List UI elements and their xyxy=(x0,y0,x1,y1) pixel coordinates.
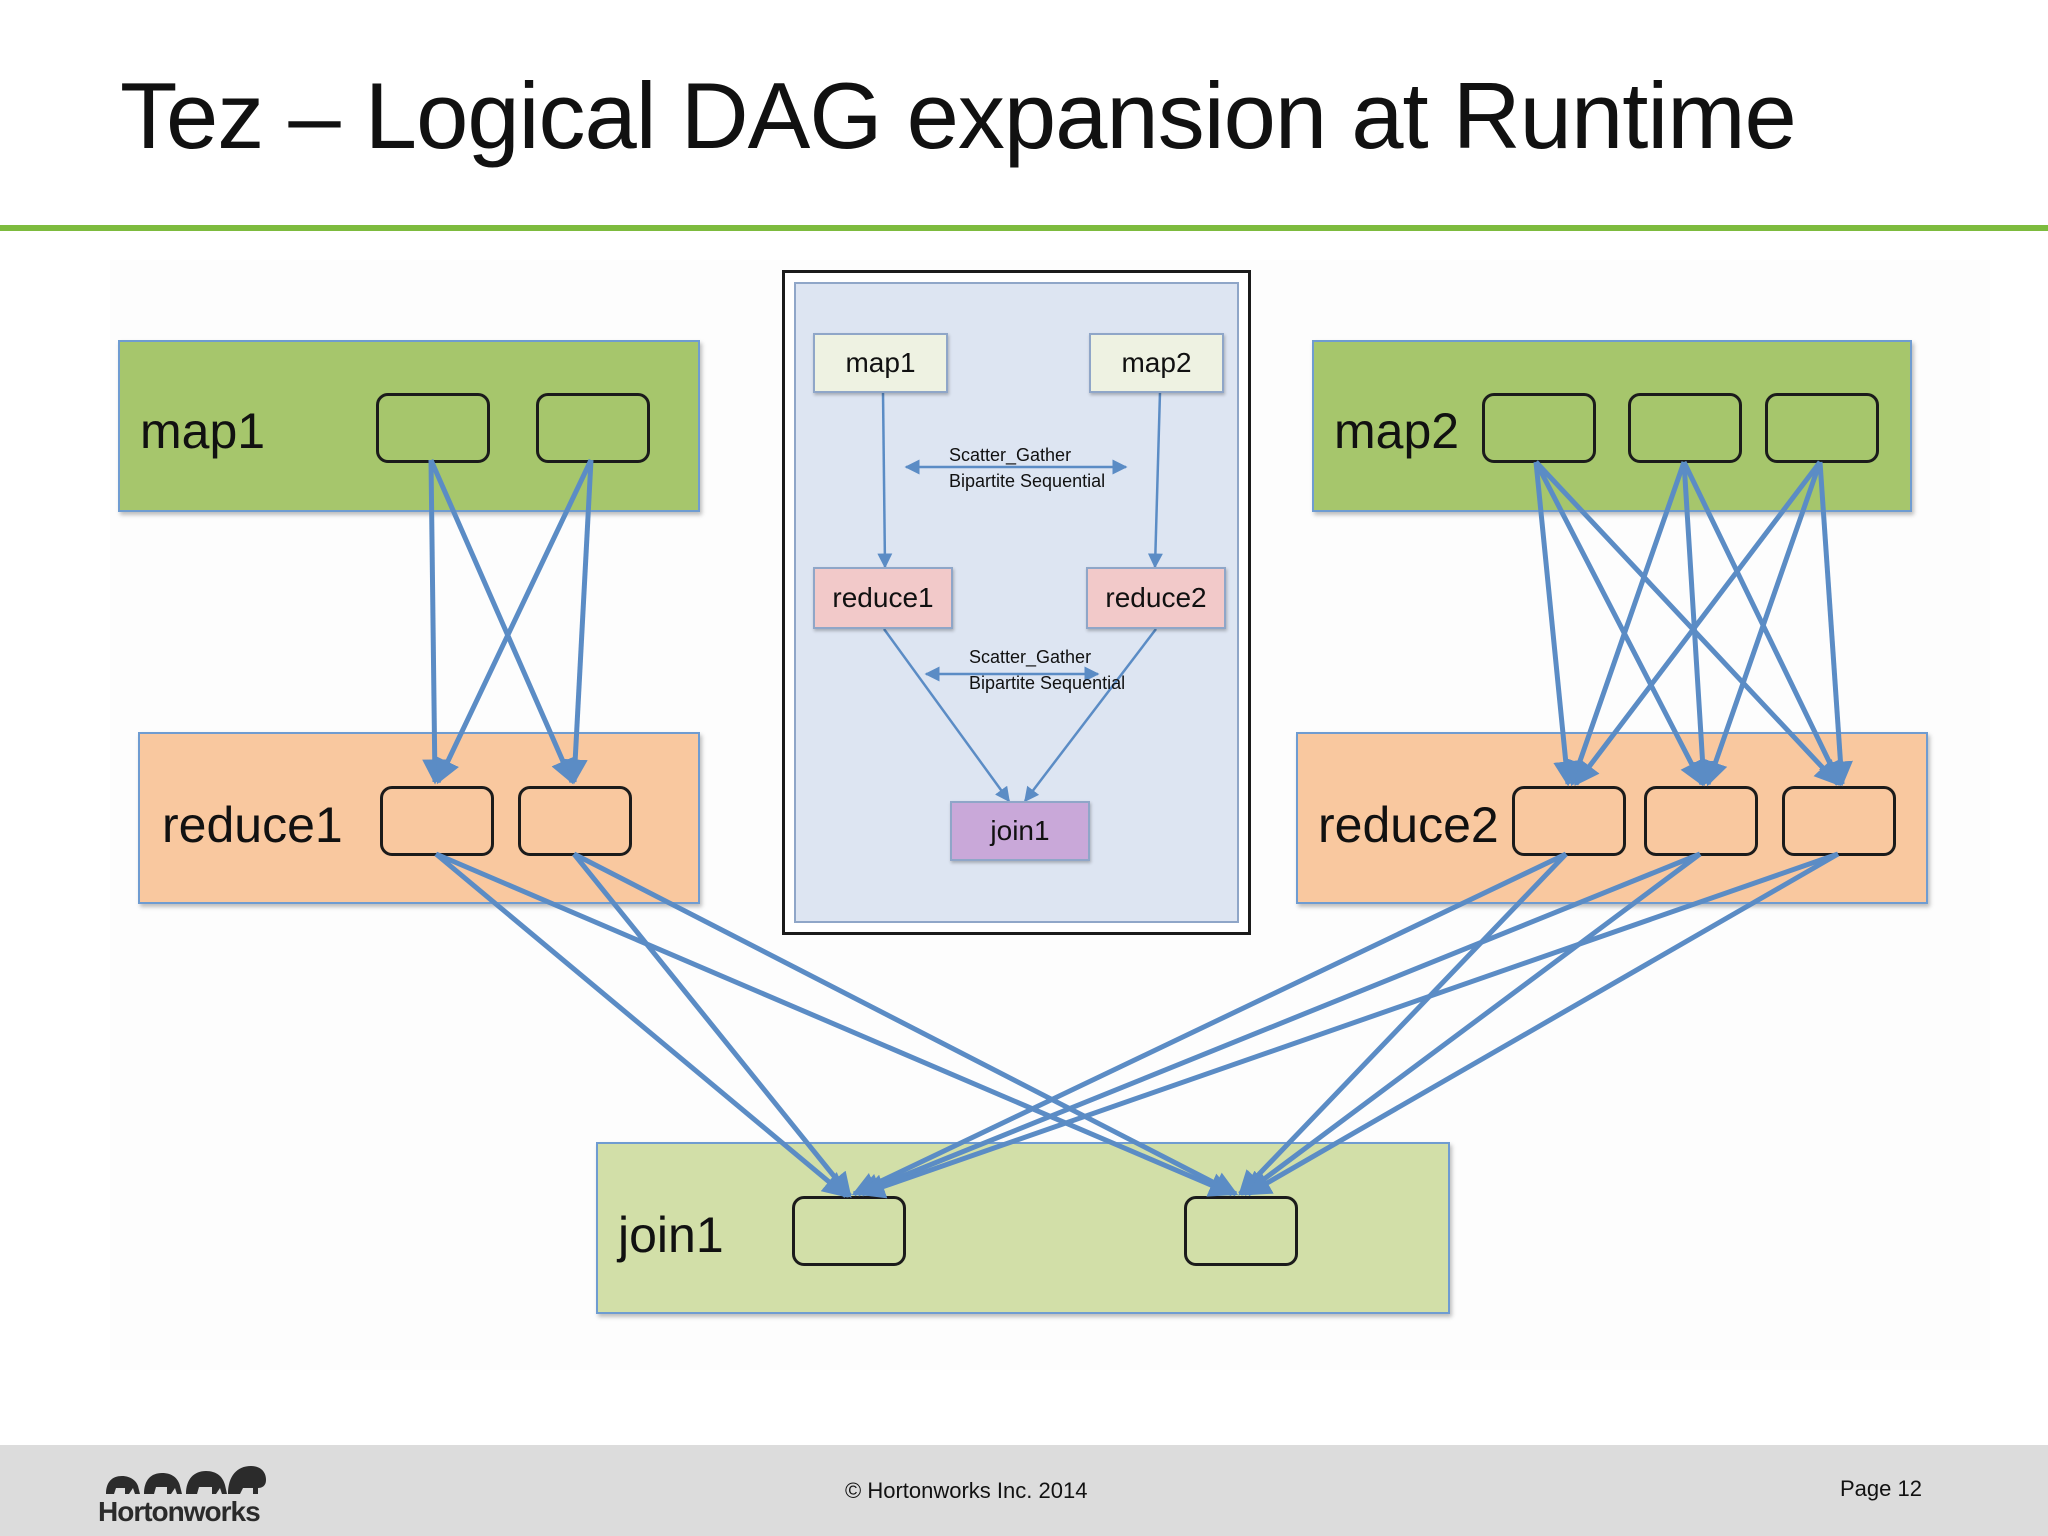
logical-map-edge-label: Scatter_Gather Bipartite Sequential xyxy=(949,442,1105,494)
logical-reduce2-node: reduce2 xyxy=(1086,567,1226,629)
map1-task-2 xyxy=(536,393,650,463)
title-divider xyxy=(0,225,2048,231)
logical-dag-edges xyxy=(877,391,1163,803)
map1-vertex: map1 xyxy=(118,340,700,512)
map1-task-1 xyxy=(376,393,490,463)
logical-edge-reduce1-join1 xyxy=(882,628,1011,803)
join1-task-1 xyxy=(792,1196,906,1266)
logical-reduce-edge-label: Scatter_Gather Bipartite Sequential xyxy=(969,644,1125,696)
reduce1-task-2 xyxy=(518,786,632,856)
slide-title: Tez – Logical DAG expansion at Runtime xyxy=(120,63,1797,168)
logical-edge-reduce2-join1 xyxy=(1024,628,1157,803)
join1-task-2 xyxy=(1184,1196,1298,1266)
logical-edge-map1-reduce1 xyxy=(877,391,893,569)
footer-bar xyxy=(0,1445,2048,1536)
elephant-herd-icon xyxy=(106,1466,266,1494)
join1-label: join1 xyxy=(618,1207,724,1263)
logical-map2-node: map2 xyxy=(1089,333,1224,393)
logical-dag-panel: map1 map2 Scatter_Gather Bipartite Seque… xyxy=(794,282,1239,923)
logical-reduce-edge-type: Scatter_Gather xyxy=(969,647,1092,667)
reduce2-task-1 xyxy=(1512,786,1626,856)
logo-text: Hortonworks xyxy=(98,1496,261,1527)
map2-task-1 xyxy=(1482,393,1596,463)
reduce2-task-3 xyxy=(1782,786,1896,856)
map2-task-3 xyxy=(1765,393,1879,463)
map2-vertex: map2 xyxy=(1312,340,1912,512)
copyright-text: © Hortonworks Inc. 2014 xyxy=(845,1478,1088,1503)
map1-label: map1 xyxy=(140,403,266,459)
join1-vertex: join1 xyxy=(596,1142,1450,1314)
reduce1-vertex: reduce1 xyxy=(138,732,700,904)
reduce1-task-1 xyxy=(380,786,494,856)
reduce2-vertex: reduce2 xyxy=(1296,732,1928,904)
page-number: Page 12 xyxy=(1840,1476,1922,1501)
hortonworks-logo: Hortonworks xyxy=(98,1458,268,1528)
reduce1-label: reduce1 xyxy=(162,797,343,853)
logical-reduce1-node: reduce1 xyxy=(813,567,953,629)
logical-map-edge-type: Scatter_Gather xyxy=(949,445,1072,465)
logical-map-edge-scheduling: Bipartite Sequential xyxy=(949,471,1106,491)
logical-edge-map2-reduce2 xyxy=(1147,391,1163,569)
logical-map1-node: map1 xyxy=(813,333,948,393)
logical-dag-inset: map1 map2 Scatter_Gather Bipartite Seque… xyxy=(782,270,1251,935)
reduce2-task-2 xyxy=(1644,786,1758,856)
map2-label: map2 xyxy=(1334,403,1460,459)
logical-reduce-edge-scheduling: Bipartite Sequential xyxy=(969,673,1126,693)
map2-task-2 xyxy=(1628,393,1742,463)
reduce2-label: reduce2 xyxy=(1318,797,1499,853)
logical-join1-node: join1 xyxy=(950,801,1090,861)
